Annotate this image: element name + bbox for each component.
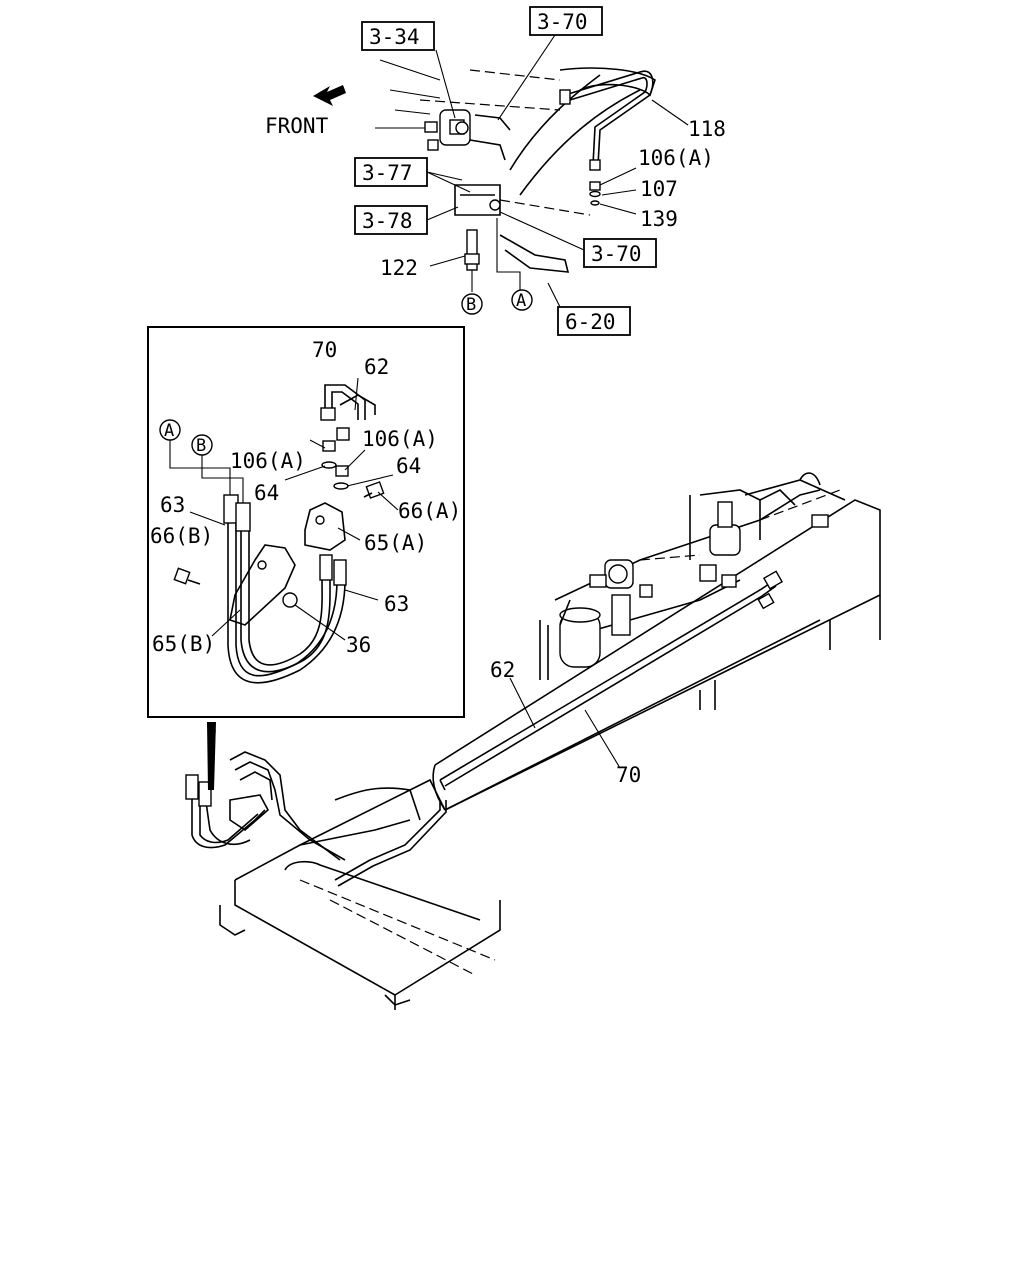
- pipe-118: [559, 70, 654, 171]
- bolt-66b: [173, 567, 201, 585]
- pipe-70-main: [334, 570, 784, 887]
- hose-bundle-left: [185, 722, 346, 861]
- connector-122: [464, 229, 480, 292]
- svg-text:B: B: [466, 295, 476, 315]
- ref-box-3-70-lower[interactable]: 3-70: [583, 238, 657, 268]
- label-70-inset: 70: [312, 338, 337, 362]
- label-63-upper: 63: [160, 493, 185, 517]
- main-frame-assembly: 62 70: [185, 472, 881, 1010]
- ref-box-3-34[interactable]: 3-34: [361, 21, 435, 51]
- ref-box-3-78[interactable]: 3-78: [354, 205, 428, 235]
- label-106a-left: 106(A): [230, 449, 306, 473]
- marker-b-inset: B: [191, 434, 213, 456]
- pipe-70-62-detail: [320, 384, 376, 441]
- label-122: 122: [380, 256, 418, 280]
- marker-b-top: B: [461, 293, 483, 315]
- label-65b: 65(B): [152, 632, 215, 656]
- label-65a: 65(A): [364, 531, 427, 555]
- svg-text:3-34: 3-34: [369, 25, 420, 49]
- svg-text:3-70: 3-70: [537, 10, 588, 34]
- svg-text:3-70: 3-70: [591, 242, 642, 266]
- label-64-left: 64: [254, 481, 279, 505]
- svg-text:B: B: [196, 436, 206, 456]
- label-106a-right: 106(A): [362, 427, 438, 451]
- label-139: 139: [640, 207, 678, 231]
- front-arrow-icon: [313, 85, 346, 106]
- inset-frame: [147, 326, 465, 718]
- svg-text:3-77: 3-77: [362, 161, 413, 185]
- bracket-3-77: [454, 184, 501, 216]
- svg-text:6-20: 6-20: [565, 310, 616, 334]
- svg-text:A: A: [164, 421, 174, 441]
- label-66b: 66(B): [150, 524, 213, 548]
- label-66a: 66(A): [398, 499, 461, 523]
- top-assembly: FRONT 3-34 3-70 3-77 3-78 3-70 6-20: [265, 6, 726, 336]
- hoses-63: [223, 494, 347, 684]
- label-107: 107: [640, 177, 678, 201]
- washers-detail: [321, 440, 349, 490]
- inset-detail: 70 62 106(A) 106(A) 64 64 66(A) 63 66(B)…: [147, 326, 465, 718]
- nut-36: [282, 592, 298, 608]
- bolt-66a: [363, 481, 385, 499]
- valve-cluster: [375, 59, 511, 161]
- label-62-main: 62: [490, 658, 515, 682]
- label-118: 118: [688, 117, 726, 141]
- fitting-stack: [589, 181, 601, 206]
- ref-box-3-70-top[interactable]: 3-70: [529, 6, 603, 36]
- frame-rail-upper: [419, 67, 656, 273]
- label-36: 36: [346, 633, 371, 657]
- cross-member: [219, 778, 501, 1010]
- label-70-main: 70: [616, 763, 641, 787]
- ref-box-6-20[interactable]: 6-20: [557, 306, 631, 336]
- front-label: FRONT: [265, 114, 329, 138]
- svg-text:3-78: 3-78: [362, 209, 413, 233]
- engine-cluster: [539, 472, 846, 680]
- label-62-inset: 62: [364, 355, 389, 379]
- label-64-right: 64: [396, 454, 421, 478]
- ref-box-3-77[interactable]: 3-77: [354, 157, 428, 187]
- svg-text:A: A: [516, 291, 526, 311]
- marker-a-top: A: [511, 289, 533, 311]
- marker-a-inset: A: [159, 419, 181, 441]
- bracket-65: [229, 502, 346, 626]
- label-106a: 106(A): [638, 146, 714, 170]
- label-63-lower: 63: [384, 592, 409, 616]
- chassis-rail: [432, 499, 881, 811]
